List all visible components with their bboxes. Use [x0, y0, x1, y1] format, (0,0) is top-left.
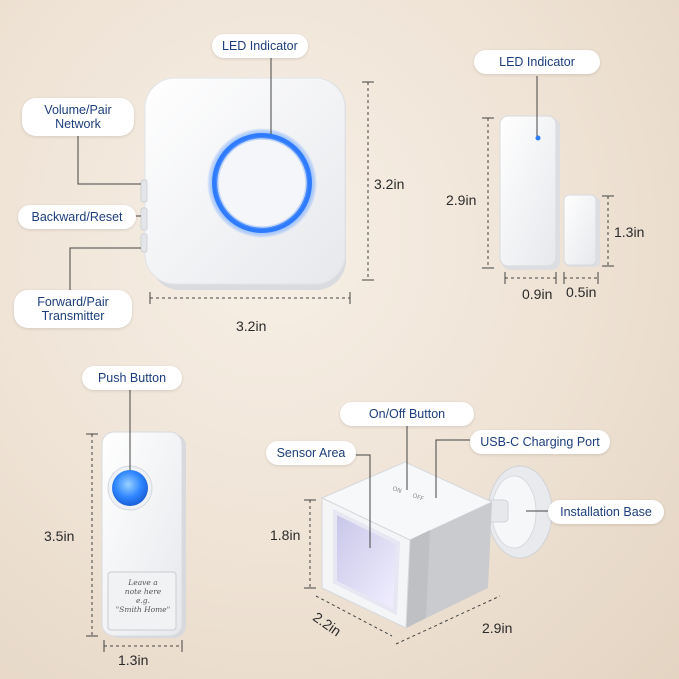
- nameplate-line3: e.g.: [135, 596, 150, 605]
- label-push-button: Push Button: [82, 366, 182, 390]
- nameplate-line4: "Smith Home": [115, 605, 171, 614]
- dim-motion-height: 1.8in: [270, 527, 301, 543]
- label-backward-reset: Backward/Reset: [18, 205, 136, 229]
- dim-door-width: 0.9in: [522, 286, 553, 302]
- svg-text:ON: ON: [391, 485, 402, 495]
- label-usb-c-port: USB-C Charging Port: [470, 430, 610, 454]
- label-installation-base: Installation Base: [548, 500, 664, 524]
- dim-magnet-width: 0.5in: [566, 284, 597, 300]
- label-forward-pair-line2: Transmitter: [41, 309, 105, 323]
- nameplate: Leave a note here e.g. "Smith Home": [110, 578, 176, 614]
- label-sensor-area: Sensor Area: [266, 441, 356, 465]
- label-volume-pair-line2: Network: [55, 117, 101, 131]
- push-button-device: [101, 431, 186, 638]
- label-led-indicator-chime: LED Indicator: [212, 34, 308, 58]
- dim-receiver-height: 3.2in: [374, 176, 405, 192]
- dim-push-width: 1.3in: [118, 652, 149, 668]
- svg-text:OFF: OFF: [411, 492, 425, 503]
- dim-receiver-width: 3.2in: [236, 318, 267, 334]
- nameplate-line2: note here: [124, 587, 162, 596]
- label-led-indicator-door: LED Indicator: [474, 50, 600, 74]
- label-volume-pair: Volume/Pair Network: [22, 98, 134, 136]
- dim-motion-width: 2.9in: [482, 620, 513, 636]
- label-on-off-button: On/Off Button: [340, 402, 474, 426]
- label-forward-pair: Forward/Pair Transmitter: [14, 290, 132, 328]
- label-volume-pair-line1: Volume/Pair: [44, 103, 112, 117]
- nameplate-line1: Leave a: [128, 578, 158, 587]
- dim-magnet-height: 1.3in: [614, 224, 645, 240]
- chime-receiver: [140, 77, 346, 290]
- dim-door-height: 2.9in: [446, 192, 477, 208]
- door-sensor: [499, 115, 600, 270]
- motion-sensor: ON OFF: [320, 461, 553, 629]
- label-forward-pair-line1: Forward/Pair: [37, 295, 109, 309]
- dim-push-height: 3.5in: [44, 528, 75, 544]
